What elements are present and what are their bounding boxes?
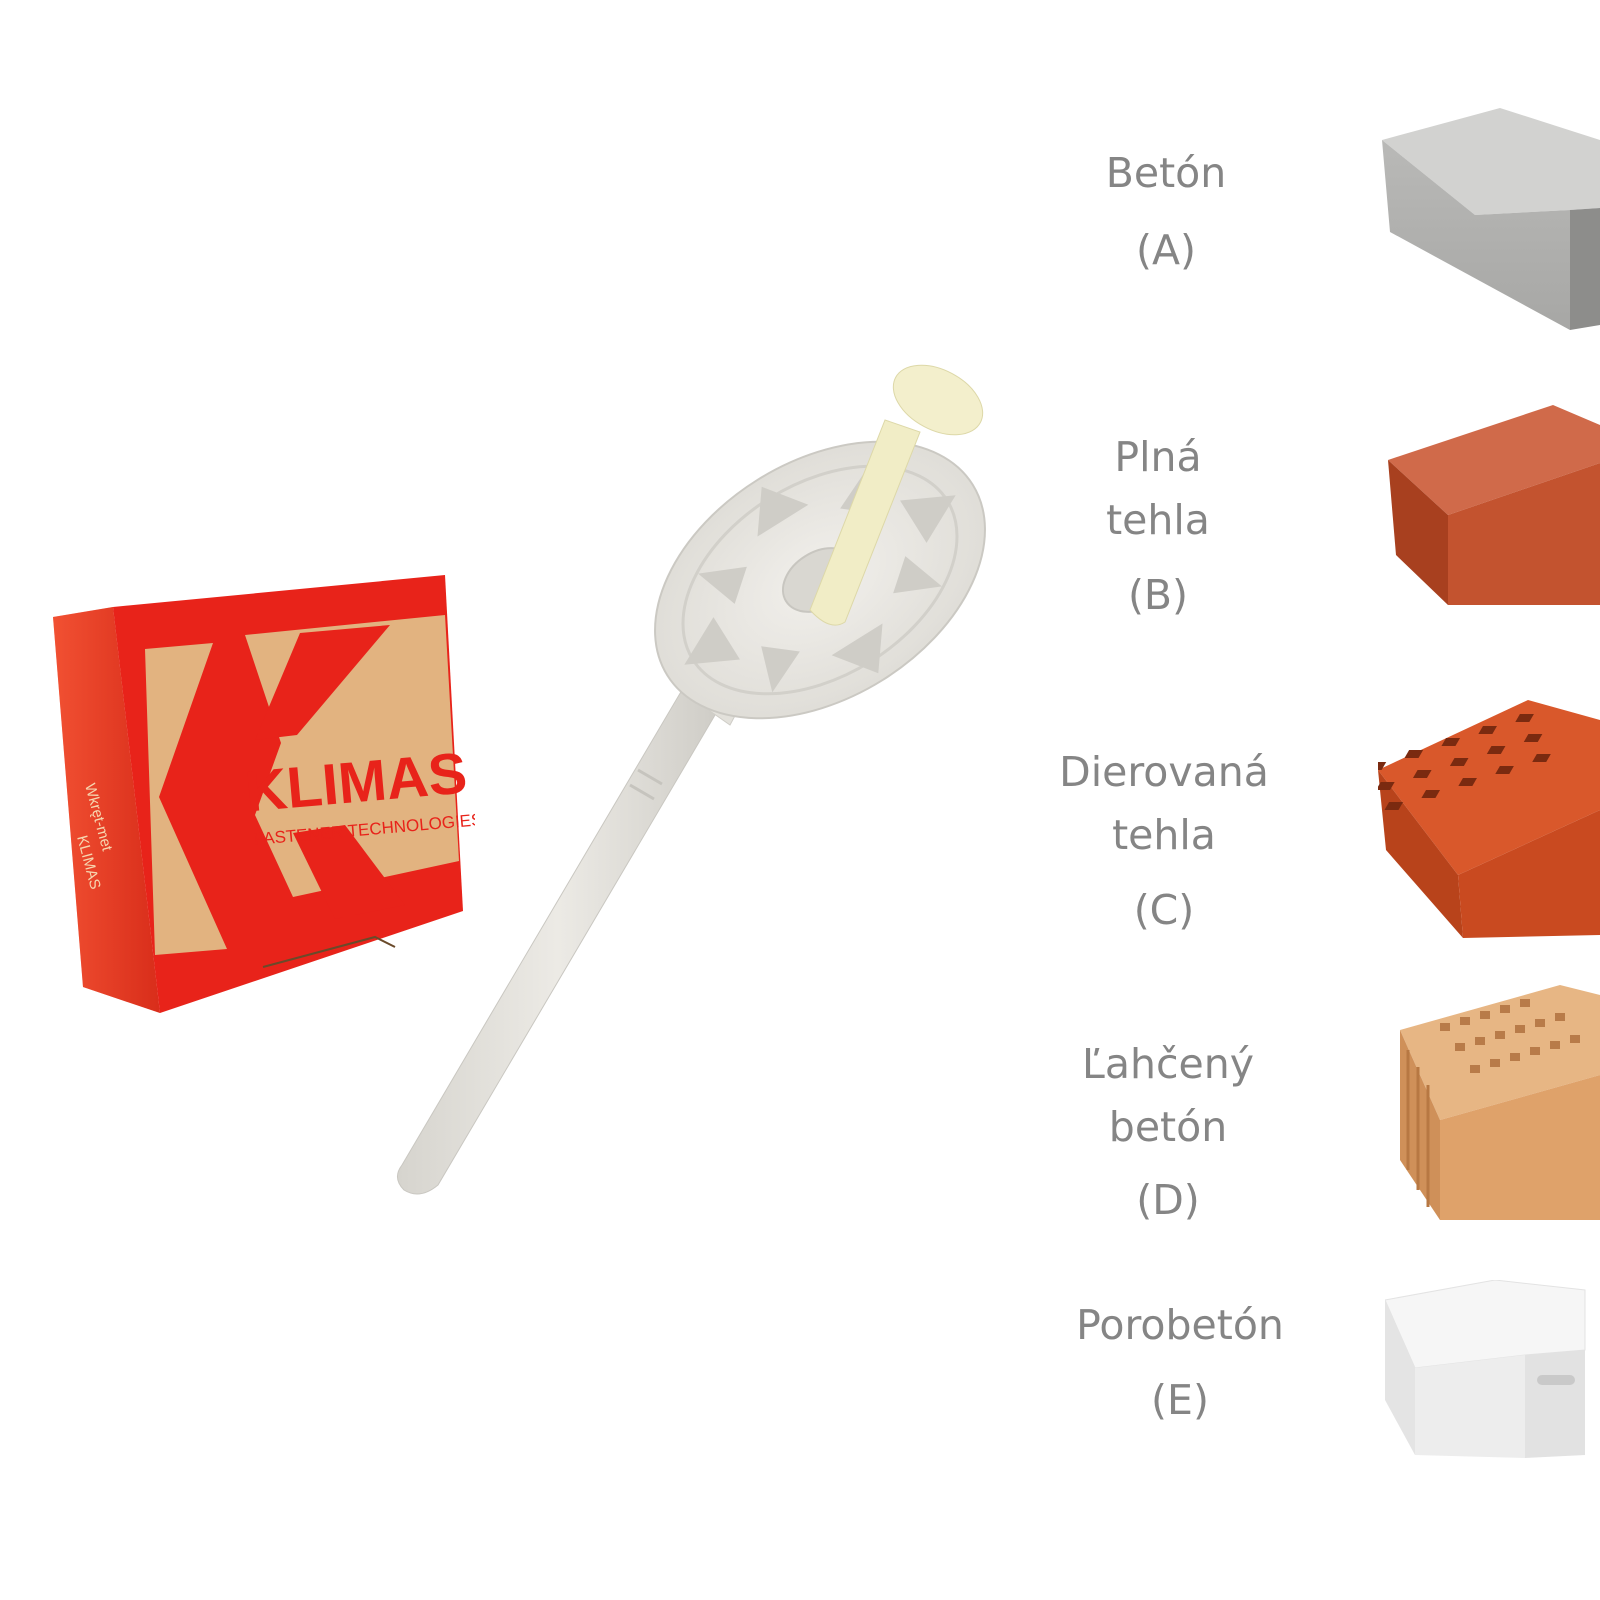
material-code-d: (D) [1136,1176,1200,1224]
material-label-tehla-c: tehla [1112,811,1216,859]
material-label-plna: Plná [1114,433,1202,481]
material-label-beton: Betón [1105,149,1227,197]
box-kraft-chevron [145,643,227,955]
concrete-block-image [1382,108,1600,330]
material-label-dierovana: Dierovaná [1059,748,1269,796]
product-box: KLIMAS FASTENER TECHNOLOGIES Wkręt-met K… [53,575,475,1013]
hollow-brick-image [1378,700,1600,938]
material-label-porobeton: Porobetón [1076,1301,1284,1349]
material-code-a: (A) [1135,226,1197,274]
material-label-tehla-b: tehla [1106,496,1210,544]
material-label-lahceny: Ľahčený [1082,1040,1254,1088]
solid-brick-image [1388,405,1600,605]
insulation-anchor [397,364,986,1195]
material-code-e: (E) [1151,1376,1209,1424]
material-label-beton-d: betón [1108,1103,1228,1151]
material-code-c: (C) [1133,886,1195,934]
aerated-block-image [1385,1280,1586,1458]
material-code-b: (B) [1127,571,1189,619]
anchor-pin [809,364,984,626]
lightweight-block-image [1400,985,1600,1220]
anchor-shaft [397,689,719,1195]
